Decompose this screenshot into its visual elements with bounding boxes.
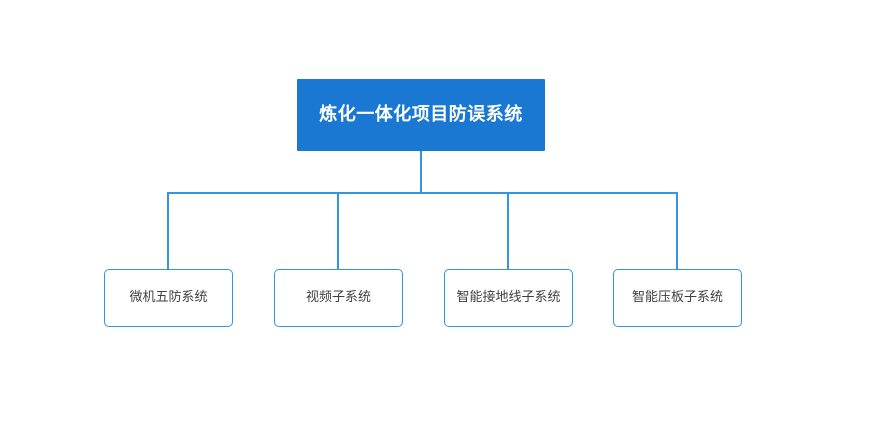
child-node-2[interactable]: 视频子系统	[274, 269, 403, 327]
child-node-3-label: 智能接地线子系统	[456, 290, 561, 306]
root-node[interactable]: 炼化一体化项目防误系统	[297, 79, 545, 151]
root-node-label: 炼化一体化项目防误系统	[319, 104, 523, 126]
child-node-4-label: 智能压板子系统	[631, 290, 723, 306]
child-node-1-label: 微机五防系统	[129, 290, 208, 306]
child-node-4[interactable]: 智能压板子系统	[613, 269, 742, 327]
child-node-2-label: 视频子系统	[305, 290, 371, 306]
child-node-1[interactable]: 微机五防系统	[104, 269, 233, 327]
child-node-3[interactable]: 智能接地线子系统	[444, 269, 573, 327]
